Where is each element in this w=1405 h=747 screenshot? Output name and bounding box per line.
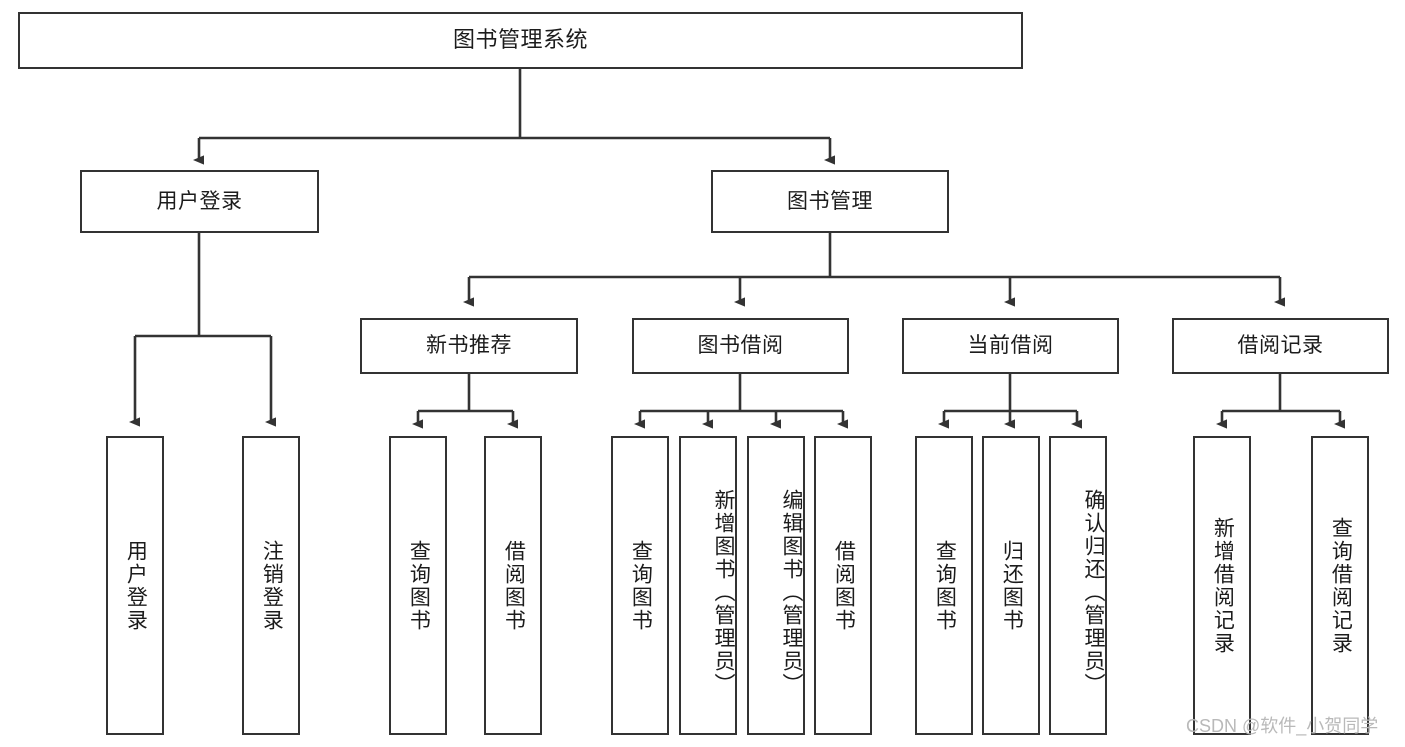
node-label: 编辑图书（管理员） <box>780 489 803 696</box>
node-label: 用户登录 <box>156 189 243 213</box>
leaf-book-borrow-add-book-admin[interactable]: 新增图书（管理员） <box>679 436 737 735</box>
leaf-new-book-query-book[interactable]: 查询图书 <box>389 436 447 735</box>
node-borrow-record[interactable]: 借阅记录 <box>1172 318 1389 374</box>
node-label: 借阅记录 <box>1237 334 1324 358</box>
node-new-book-recommend[interactable]: 新书推荐 <box>360 318 578 374</box>
csdn-watermark: CSDN @软件_小贺同学 <box>1186 716 1379 736</box>
node-label: 新书推荐 <box>426 334 512 358</box>
node-label: 借阅图书 <box>832 539 856 632</box>
node-label: 归还图书 <box>1000 539 1024 632</box>
node-label: 图书借阅 <box>697 334 784 358</box>
node-current-borrow[interactable]: 当前借阅 <box>902 318 1119 374</box>
leaf-current-borrow-query-book[interactable]: 查询图书 <box>915 436 973 735</box>
node-label: 图书管理 <box>787 189 873 213</box>
node-label: 用户登录 <box>124 539 148 632</box>
leaf-book-borrow-edit-book-admin[interactable]: 编辑图书（管理员） <box>747 436 805 735</box>
node-label: 借阅图书 <box>502 539 526 632</box>
leaf-user-login-logout[interactable]: 注销登录 <box>242 436 300 735</box>
leaf-borrow-record-add-record[interactable]: 新增借阅记录 <box>1193 436 1251 735</box>
leaf-current-borrow-confirm-return-admin[interactable]: 确认归还（管理员） <box>1049 436 1107 735</box>
leaf-borrow-record-query-record[interactable]: 查询借阅记录 <box>1311 436 1369 735</box>
leaf-user-login-login[interactable]: 用户登录 <box>106 436 164 735</box>
node-user-login[interactable]: 用户登录 <box>80 170 319 233</box>
leaf-new-book-borrow-book[interactable]: 借阅图书 <box>484 436 542 735</box>
node-label: 确认归还（管理员） <box>1082 489 1105 696</box>
node-book-borrow[interactable]: 图书借阅 <box>632 318 849 374</box>
node-label: 查询图书 <box>933 539 957 632</box>
node-label: 注销登录 <box>260 539 284 632</box>
node-label: 新增图书（管理员） <box>712 489 735 696</box>
leaf-book-borrow-borrow-book[interactable]: 借阅图书 <box>814 436 872 735</box>
node-label: 查询借阅记录 <box>1329 516 1353 655</box>
node-label: 查询图书 <box>407 539 431 632</box>
node-label: 当前借阅 <box>967 334 1054 358</box>
node-label: 新增借阅记录 <box>1211 516 1235 655</box>
leaf-current-borrow-return-book[interactable]: 归还图书 <box>982 436 1040 735</box>
node-label: 图书管理系统 <box>452 27 588 53</box>
node-root-book-management-system[interactable]: 图书管理系统 <box>18 12 1023 69</box>
node-label: 查询图书 <box>629 539 653 632</box>
node-book-management[interactable]: 图书管理 <box>711 170 949 233</box>
leaf-book-borrow-query-book[interactable]: 查询图书 <box>611 436 669 735</box>
